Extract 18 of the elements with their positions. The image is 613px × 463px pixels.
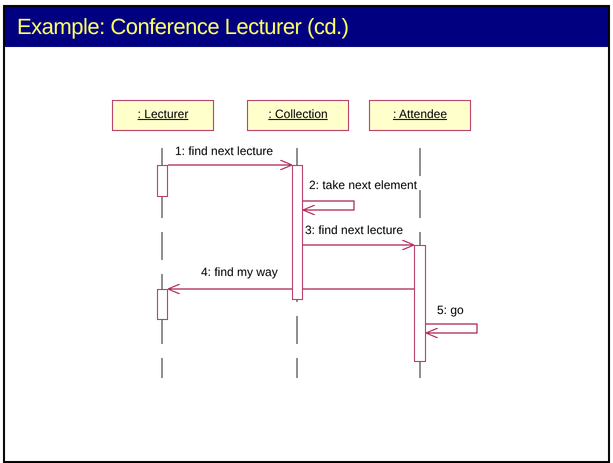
- message-label: 5: go: [436, 303, 465, 317]
- message-label: 1: find next lecture: [174, 144, 274, 158]
- activation-bar: [292, 165, 303, 300]
- activation-bar: [157, 289, 168, 320]
- slide-title: Example: Conference Lecturer (cd.): [5, 7, 608, 47]
- object-box: : Collection: [247, 100, 349, 131]
- message-label: 2: take next element: [308, 178, 418, 192]
- message-arrow: [302, 200, 355, 216]
- message-arrow: [303, 239, 415, 251]
- message-arrow: [167, 283, 414, 295]
- message-arrow: [168, 159, 293, 171]
- object-box: : Lecturer: [112, 100, 214, 131]
- activation-bar: [157, 165, 168, 197]
- message-label: 3: find next lecture: [304, 223, 404, 237]
- message-arrow: [425, 323, 478, 339]
- object-box: : Attendee: [369, 100, 471, 131]
- message-label: 4: find my way: [200, 265, 279, 279]
- activation-bar: [414, 245, 426, 362]
